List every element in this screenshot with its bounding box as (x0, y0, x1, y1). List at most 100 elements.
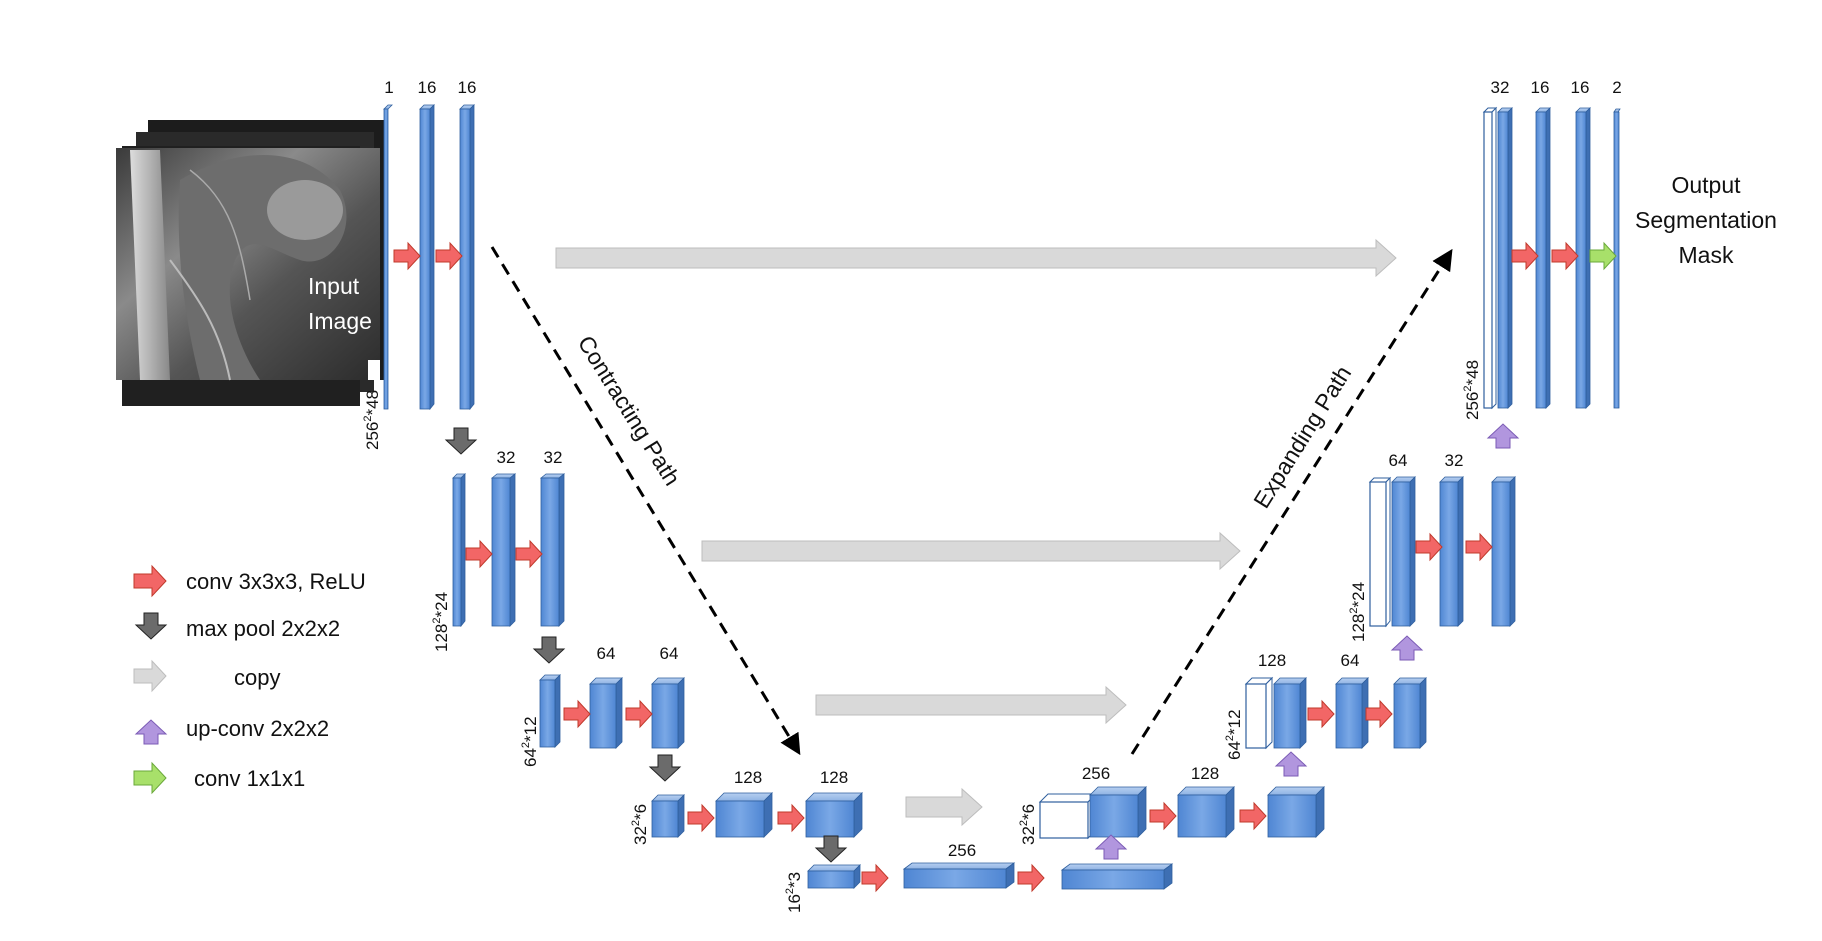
conv-arrow (563, 699, 591, 729)
conv-arrow (1365, 699, 1393, 729)
contracting-path: Contracting Path (490, 246, 801, 756)
feature-block (1535, 107, 1551, 409)
feature-block (452, 473, 466, 628)
level2-decoder: 64 32 1282*24 (1348, 451, 1516, 642)
pool-arrow (648, 754, 682, 782)
purple-up-arrow-icon (134, 719, 168, 745)
feature-block (902, 862, 1016, 889)
final-conv-arrow (1589, 241, 1617, 271)
conv-arrow (777, 803, 805, 833)
conv-arrow (515, 539, 543, 569)
channel-label: 256 (1082, 764, 1110, 783)
feature-block (651, 677, 685, 749)
feature-block (715, 792, 773, 838)
feature-block (1089, 786, 1147, 838)
conv-arrow (1551, 241, 1579, 271)
feature-block (1613, 108, 1621, 409)
legend-label: max pool 2x2x2 (186, 616, 340, 641)
input-image: Input Image (116, 120, 386, 406)
copy-arrow (555, 238, 1397, 278)
size-label: 2562*48 (1462, 360, 1482, 420)
size-label: 1282*24 (431, 592, 451, 652)
conv-arrow (687, 803, 715, 833)
channel-label: 32 (1445, 451, 1464, 470)
size-label: 322*6 (1018, 804, 1038, 845)
feature-block (539, 674, 561, 748)
level3-encoder: 64 64 642*12 (520, 644, 685, 767)
upconv-arrows (1094, 423, 1520, 860)
channel-label: 64 (1389, 451, 1408, 470)
conv-arrow (1239, 801, 1267, 831)
feature-block (589, 677, 623, 749)
size-label: 162*3 (784, 872, 804, 913)
legend: conv 3x3x3, ReLU max pool 2x2x2 copy up-… (133, 564, 366, 795)
feature-block (490, 473, 517, 627)
upconv-arrow (1390, 635, 1424, 661)
channel-label: 256 (948, 841, 976, 860)
channel-label: 32 (497, 448, 516, 467)
feature-block (1393, 677, 1427, 749)
upconv-arrow (1486, 423, 1520, 449)
feature-block (1177, 786, 1235, 838)
level3-decoder: 128 64 642*12 (1224, 651, 1427, 760)
legend-label: conv 1x1x1 (194, 766, 305, 791)
pool-arrows (444, 427, 848, 863)
copy-arrow (905, 787, 983, 827)
channel-label: 128 (734, 768, 762, 787)
output-label: Output Segmentation Mask (1635, 172, 1777, 268)
channel-label: 16 (458, 78, 477, 97)
channel-label: 128 (820, 768, 848, 787)
level4-encoder: 128 128 322*6 (630, 768, 863, 845)
legend-label: copy (234, 665, 280, 690)
conv-arrows (393, 241, 1617, 893)
legend-item: conv 1x1x1 (133, 761, 305, 795)
expanding-path-label: Expanding Path (1248, 361, 1356, 513)
feature-block (1391, 476, 1416, 627)
copied-block (1368, 476, 1392, 628)
legend-item: copy (133, 659, 280, 693)
size-label: 2562*48 (362, 390, 382, 450)
feature-block (1335, 677, 1369, 749)
feature-block (1439, 476, 1464, 627)
level1-encoder: 1 16 16 2562*48 (362, 78, 476, 450)
conv-arrow (393, 241, 421, 271)
upconv-arrow (1274, 751, 1308, 777)
feature-block (1273, 677, 1307, 749)
grey-arrow-icon (133, 659, 167, 693)
conv-arrow (1511, 241, 1539, 271)
input-label-line2: Image (308, 308, 372, 334)
conv-arrow (465, 539, 493, 569)
feature-block (1575, 107, 1591, 409)
channel-label: 32 (544, 448, 563, 467)
black-down-arrow-icon (134, 612, 168, 640)
copied-block (1038, 792, 1098, 840)
channel-label: 16 (418, 78, 437, 97)
channel-label: 128 (1191, 764, 1219, 783)
feature-block (459, 104, 475, 411)
conv-arrow (1017, 863, 1045, 893)
legend-item: max pool 2x2x2 (134, 612, 340, 641)
pool-arrow (444, 427, 478, 455)
channel-label: 32 (1491, 78, 1510, 97)
copied-block (1482, 106, 1498, 410)
level2-encoder: 32 32 1282*24 (431, 448, 566, 652)
legend-item: up-conv 2x2x2 (134, 716, 329, 745)
size-label: 322*6 (630, 804, 650, 845)
channel-label: 1 (384, 78, 393, 97)
red-arrow-icon (133, 564, 167, 598)
upconv-arrow (1094, 834, 1128, 860)
level5-bottleneck: 256 162*3 (784, 841, 1174, 913)
channel-label: 16 (1531, 78, 1550, 97)
input-label-line1: Input (308, 273, 360, 299)
channel-label: 128 (1258, 651, 1286, 670)
green-arrow-icon (133, 761, 167, 795)
feature-block (1491, 476, 1516, 627)
feature-block (1060, 863, 1174, 890)
copied-block (1244, 676, 1274, 750)
channel-label: 2 (1612, 78, 1621, 97)
legend-label: conv 3x3x3, ReLU (186, 569, 366, 594)
feature-block (807, 864, 861, 889)
output-label-line2: Segmentation (1635, 207, 1777, 233)
legend-item: conv 3x3x3, ReLU (133, 564, 366, 598)
feature-block (383, 104, 393, 410)
